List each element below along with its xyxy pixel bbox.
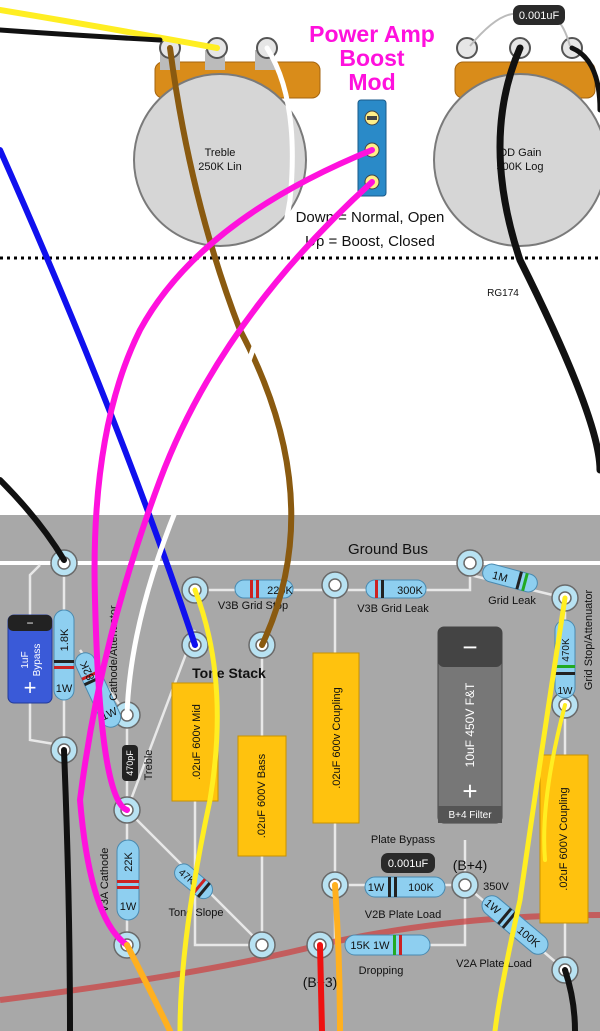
mid-cap-value: .02uF 600v Mid	[191, 704, 203, 780]
mid-cap: .02uF 600v Mid	[171, 682, 219, 802]
bypass-cap-label: Bypass	[32, 644, 43, 677]
resistor-15k: 15K 1W	[344, 934, 431, 956]
plate-bypass-cap: 0.001uF	[381, 853, 435, 873]
svg-text:+: +	[462, 776, 477, 806]
r15k-value: 15K 1W	[350, 940, 390, 952]
r1-8k-value: 1.8K	[59, 628, 71, 651]
bass-cap: .02uF 600V Bass	[237, 735, 287, 857]
coupling-cap-1: .02uF 600v Coupling	[312, 652, 360, 824]
dropping-label: Dropping	[359, 965, 404, 977]
v3a-cathode-label: V3A Cathode	[99, 848, 111, 913]
v3b-grid-stop-label: V3B Grid Stop	[218, 600, 288, 612]
v2a-plate-load-label: V2A Plate Load	[456, 958, 532, 970]
treble-pot-name: Treble	[205, 147, 236, 159]
r22k-value: 22K	[123, 852, 135, 872]
svg-text:−: −	[26, 616, 33, 630]
wire-black-left-low	[61, 747, 73, 1031]
filter-cap-label: B+4 Filter	[448, 810, 492, 821]
coupling-cap-2-value: .02uF 600V Coupling	[558, 787, 570, 890]
grid-leak-label: Grid Leak	[488, 595, 536, 607]
r1w-d-label: 1W	[558, 686, 574, 697]
treble-pot-value: 250K Lin	[198, 161, 241, 173]
resistor-82k: 82K 1W	[74, 652, 122, 728]
svg-text:+: +	[24, 675, 37, 700]
wire-red-b3	[317, 942, 325, 1031]
wire-yellow-low-3	[542, 703, 567, 862]
wire-magenta-2	[76, 179, 375, 948]
top-capacitor: 0.001uF	[469, 5, 571, 47]
board-id: RG174	[487, 288, 519, 299]
v2b-plate-load-label: V2B Plate Load	[365, 909, 441, 921]
350v-label: 350V	[483, 881, 509, 893]
flying-wires	[0, 7, 600, 1031]
r1m-value: 1M	[491, 570, 509, 586]
bass-cap-value: .02uF 600V Bass	[256, 753, 268, 838]
filter-cap: − 10uF 450V F&T + B+4 Filter	[437, 626, 503, 824]
resistor-100k-v2b: 1W 100K	[364, 876, 446, 898]
title-line-1: Power Amp	[309, 21, 435, 47]
title-line-3: Mod	[348, 69, 395, 95]
resistor-22k: 22K 1W	[116, 839, 140, 921]
tone-stack-label: Tone Stack	[192, 665, 266, 681]
od-gain-pot-value: 500K Log	[496, 161, 543, 173]
treble-cap-label: Treble	[143, 750, 155, 781]
wire-black-left	[0, 477, 67, 563]
wire-black-right	[496, 44, 600, 474]
mod-note-line-2: Up = Boost, Closed	[305, 233, 435, 250]
r470k-value: 470K	[561, 638, 572, 662]
od-gain-pot-name: OD Gain	[499, 147, 542, 159]
resistor-300k: 300K	[365, 579, 427, 599]
page-title: Power Amp Boost Mod	[309, 21, 435, 95]
wire-orange-1	[124, 942, 173, 1031]
grid-stop-attenuator-label: Grid Stop/Attenuator	[583, 590, 595, 691]
treble-cap-value: 470pF	[125, 750, 135, 776]
ground-bus-label: Ground Bus	[348, 541, 428, 558]
r1w-a-label: 1W	[56, 683, 73, 695]
title-line-2: Boost	[339, 45, 405, 71]
tone-slope-label: Tone Slope	[168, 907, 223, 919]
r1w-e-label: 1W	[368, 882, 385, 894]
bypass-cap-value: 1uF	[20, 651, 31, 668]
resistor-1-8k: 1.8K 1W	[53, 609, 75, 701]
top-cap-value: 0.001uF	[519, 10, 560, 22]
wire-yellow-low-2	[492, 595, 568, 1031]
coupling-cap-1-value: .02uF 600v Coupling	[331, 687, 343, 789]
plate-bypass-cap-value: 0.001uF	[388, 858, 429, 870]
wire-orange-2	[332, 882, 343, 1031]
wire-white	[124, 45, 295, 718]
wire-yellow-top	[0, 7, 220, 51]
plate-bypass-label: Plate Bypass	[371, 834, 436, 846]
mod-note-line-1: Down = Normal, Open	[296, 209, 445, 226]
resistor-1m: 1M	[482, 563, 538, 593]
r1w-c-label: 1W	[120, 901, 137, 913]
treble-cap: 470pF	[122, 745, 138, 781]
v3b-grid-leak-label: V3B Grid Leak	[357, 603, 429, 615]
svg-text:−: −	[462, 632, 477, 662]
b4-label: (B+4)	[453, 857, 488, 873]
od-gain-pot: OD Gain 500K Log	[433, 37, 600, 247]
r100k-a-value: 100K	[408, 882, 434, 894]
filter-cap-value: 10uF 450V F&T	[463, 682, 477, 767]
bypass-cap: − + 1uF Bypass	[7, 614, 53, 704]
wire-yellow-low-1	[177, 587, 220, 1031]
r300k-value: 300K	[397, 585, 423, 597]
wire-black-bottom-right	[562, 967, 578, 1031]
wire-magenta-1	[91, 147, 375, 813]
wire-black-top	[0, 27, 163, 43]
